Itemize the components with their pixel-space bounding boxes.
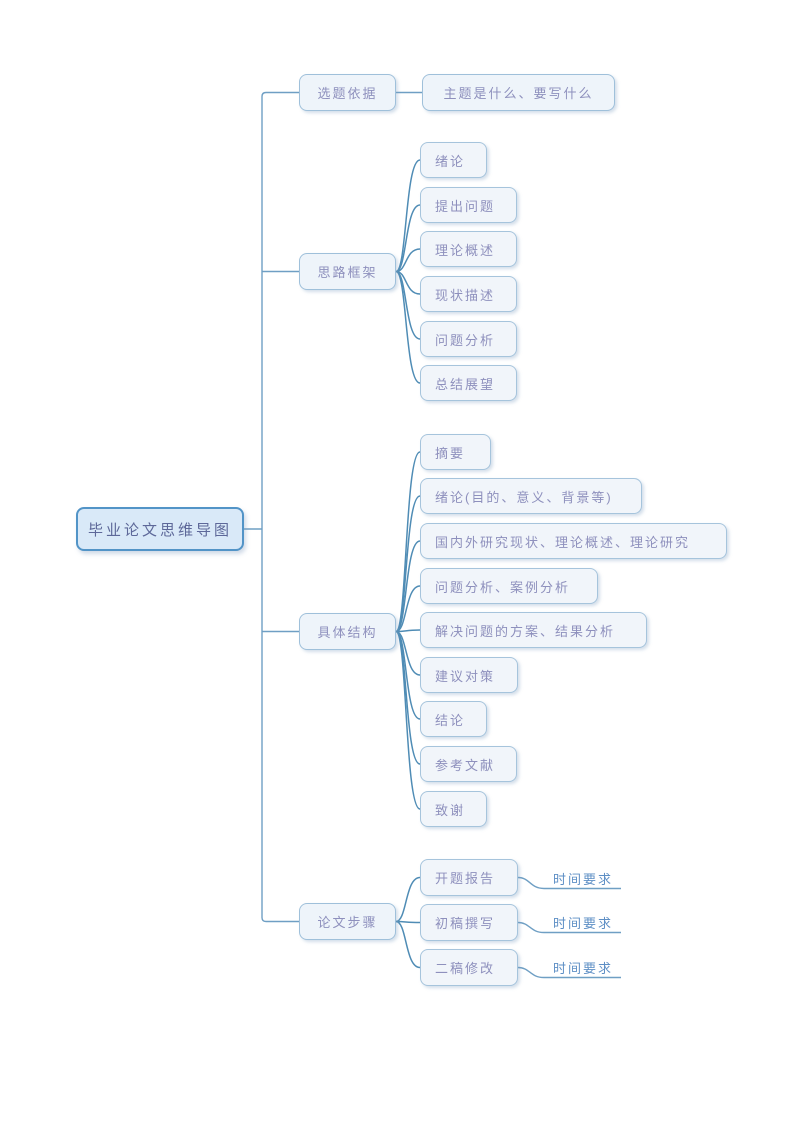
leaf-node-jianyi-duice[interactable]: 建议对策: [420, 657, 518, 693]
fan-juti-7: [395, 630, 421, 720]
leaf-node-tichu-wenti[interactable]: 提出问题: [420, 187, 517, 223]
note-node-shijian-yaoqiu-2[interactable]: 时间要求: [552, 916, 613, 931]
branch-node-lunwen-buzhou[interactable]: 论文步骤: [299, 903, 396, 940]
leaf-node-chugao-zhuanxie[interactable]: 初稿撰写: [420, 904, 518, 941]
fan-lunwen-2: [395, 920, 421, 924]
leaf-node-zhuti[interactable]: 主题是什么、要写什么: [422, 74, 615, 111]
root-node[interactable]: 毕业论文思维导图: [76, 507, 244, 551]
fan-silu-5: [395, 270, 421, 340]
fan-juti-2: [395, 495, 421, 633]
fan-juti-4: [395, 585, 421, 633]
leaf-node-zongjie-zhanwang[interactable]: 总结展望: [420, 365, 517, 401]
connector-note-2: [517, 921, 621, 934]
leaf-node-jiejue-fangan[interactable]: 解决问题的方案、结果分析: [420, 612, 647, 648]
leaf-node-xianzhuang-miaoshu[interactable]: 现状描述: [420, 276, 517, 312]
fan-juti-3: [395, 540, 421, 633]
branch-node-xuanti-yiju[interactable]: 选题依据: [299, 74, 396, 111]
leaf-node-wenti-anli-fenxi[interactable]: 问题分析、案例分析: [420, 568, 598, 604]
leaf-node-jielun[interactable]: 结论: [420, 701, 487, 737]
leaf-node-zhixie[interactable]: 致谢: [420, 791, 487, 827]
note-node-shijian-yaoqiu-3[interactable]: 时间要求: [552, 961, 613, 976]
connector-note-1: [517, 876, 621, 890]
leaf-node-zhaiyao[interactable]: 摘要: [420, 434, 491, 470]
note-node-shijian-yaoqiu-1[interactable]: 时间要求: [552, 872, 613, 887]
leaf-node-kaiti-baogao[interactable]: 开题报告: [420, 859, 518, 896]
connector-note-3: [517, 966, 621, 979]
fan-silu-6: [395, 270, 421, 384]
branch-node-silu-kuangjia[interactable]: 思路框架: [299, 253, 396, 290]
leaf-node-cankao-wenxian[interactable]: 参考文献: [420, 746, 517, 782]
connector-trunk: [261, 91, 299, 923]
fan-lunwen-1: [395, 876, 421, 923]
branch-node-juti-jiegou[interactable]: 具体结构: [299, 613, 396, 650]
leaf-node-ergao-xiugai[interactable]: 二稿修改: [420, 949, 518, 986]
fan-lunwen-3: [395, 920, 421, 969]
leaf-node-xulun[interactable]: 绪论: [420, 142, 487, 178]
leaf-node-xulun-mudi[interactable]: 绪论(目的、意义、背景等): [420, 478, 642, 514]
leaf-node-guoneiwai-yanjiu[interactable]: 国内外研究现状、理论概述、理论研究: [420, 523, 727, 559]
fan-silu-1: [395, 159, 421, 273]
fan-silu-3: [395, 248, 421, 273]
fan-silu-2: [395, 204, 421, 273]
leaf-node-lilun-gaishu[interactable]: 理论概述: [420, 231, 517, 267]
leaf-node-wenti-fenxi[interactable]: 问题分析: [420, 321, 517, 357]
fan-juti-9: [395, 630, 421, 810]
